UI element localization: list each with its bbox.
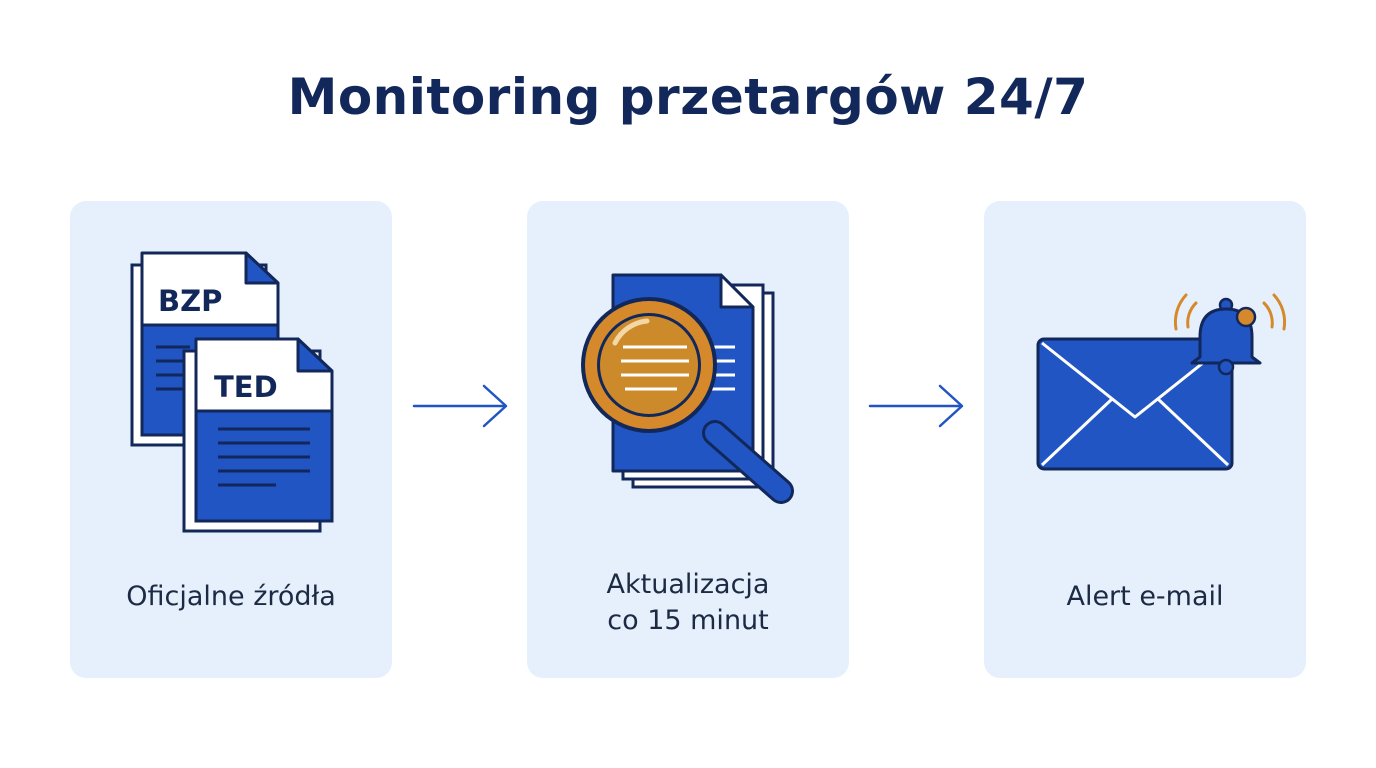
bzp-label: BZP <box>158 284 222 318</box>
bell-icon <box>1173 293 1287 376</box>
magnifier-document-icon <box>581 273 794 504</box>
ted-document-icon: TED <box>182 337 334 533</box>
step-label-update-line2: co 15 minut <box>607 605 769 636</box>
step-card-email-alert: Alert e-mail <box>984 201 1306 678</box>
envelope-bell-icon <box>1036 293 1287 471</box>
step-label-update: Aktualizacja co 15 minut <box>527 567 849 639</box>
step-card-update: Aktualizacja co 15 minut <box>527 201 849 678</box>
step-label-official-sources: Oficjalne źródła <box>126 581 336 612</box>
arrow-right-icon <box>412 384 508 428</box>
ted-label: TED <box>214 370 278 404</box>
step-label-update-line1: Aktualizacja <box>606 569 770 600</box>
arrow-right-icon <box>868 384 964 428</box>
step-label-email-alert: Alert e-mail <box>1066 581 1224 612</box>
documents-icon: BZP TED <box>130 251 334 533</box>
envelope-icon <box>1036 337 1234 471</box>
step-card-official-sources: BZP TED Oficjalne źródła <box>70 201 392 678</box>
page-title: Monitoring przetargów 24/7 <box>287 68 1089 126</box>
